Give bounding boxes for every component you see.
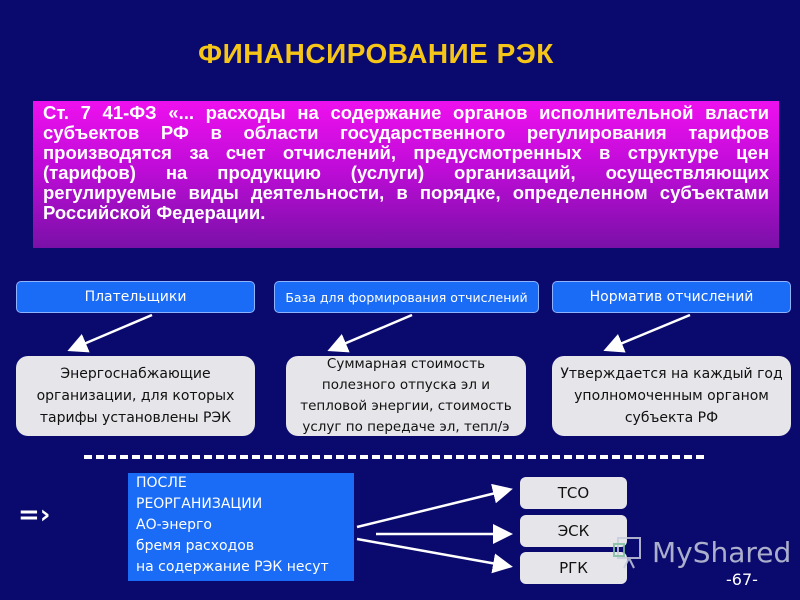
org-rgk: РГК: [520, 552, 627, 584]
slide-title: ФИНАНСИРОВАНИЕ РЭК: [0, 38, 800, 70]
presentation-board-icon: [613, 537, 641, 569]
after-line: РЕОРГАНИЗАЦИИ: [136, 496, 263, 512]
card-payers: Энергоснабжающие организации, для которы…: [16, 356, 255, 436]
org-esk: ЭСК: [520, 515, 627, 547]
card-norm: Утверждается на каждый год уполномоченны…: [552, 356, 791, 436]
org-tso: ТСО: [520, 477, 627, 509]
card-base: Суммарная стоимость полезного отпуска эл…: [286, 356, 526, 436]
section-divider: [84, 455, 704, 459]
after-line: на содержание РЭК несут: [136, 559, 329, 575]
header-payers: Плательщики: [16, 281, 255, 313]
after-reorganization-box: ПОСЛЕ РЕОРГАНИЗАЦИИ АО-энерго бремя расх…: [128, 473, 354, 581]
slide-title-text: ФИНАНСИРОВАНИЕ РЭК: [198, 38, 554, 69]
header-base: База для формирования отчислений: [274, 281, 539, 313]
page-number: -67-: [726, 570, 758, 589]
header-norm: Норматив отчислений: [552, 281, 791, 313]
after-line: ПОСЛЕ: [136, 475, 187, 491]
law-quote: Ст. 7 41-ФЗ «... расходы на содержание о…: [33, 101, 779, 248]
watermark-text: MyShared: [652, 535, 792, 569]
implies-arrow-icon: =›: [18, 500, 51, 530]
after-line: бремя расходов: [136, 538, 255, 554]
after-line: АО-энерго: [136, 517, 212, 533]
watermark: MyShared: [612, 534, 791, 570]
